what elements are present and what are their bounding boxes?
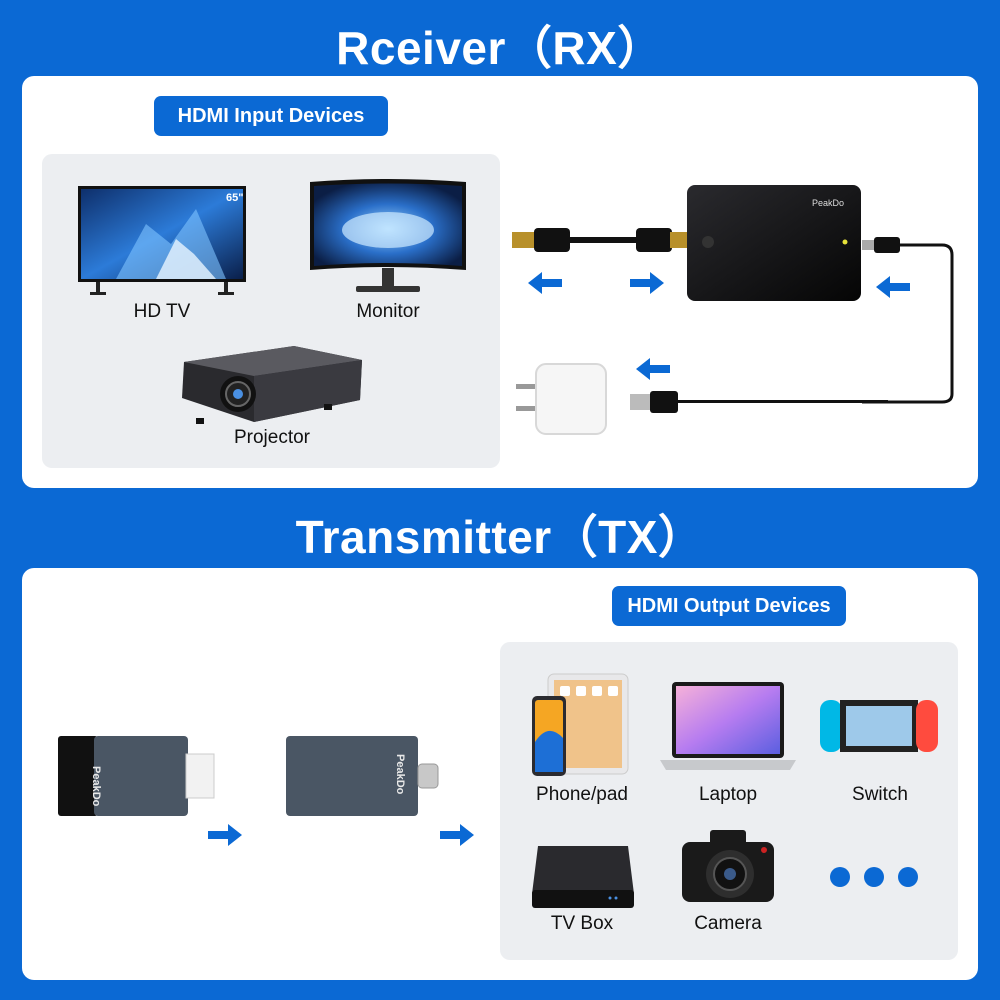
transmitter-panel: HDMI Output Devices PeakDo PeakDo Phone/ (22, 568, 978, 980)
usb-plug-icon (630, 391, 888, 413)
transmitter-typec-icon (286, 736, 439, 816)
arrow-left-icon-3 (636, 358, 670, 380)
more-dot (830, 867, 850, 887)
tv-box-icon (532, 846, 634, 908)
camera-label: Camera (694, 913, 762, 934)
tx-brand-logo-2: PeakDo (394, 754, 406, 795)
monitor-icon (310, 179, 466, 292)
phone-pad-label: Phone/pad (536, 784, 628, 805)
more-dot (898, 867, 918, 887)
arrow-right-icon-3 (440, 824, 474, 846)
hdmi-input-devices-badge: HDMI Input Devices (154, 96, 388, 136)
projector-icon (182, 346, 362, 424)
arrow-left-icon (528, 272, 562, 294)
transmitter-with-cap-icon (58, 736, 215, 816)
more-dot (864, 867, 884, 887)
phone-pad-icon (532, 673, 629, 776)
switch-icon (820, 700, 938, 752)
arrow-right-icon (630, 272, 664, 294)
tx-brand-logo: PeakDo (90, 766, 102, 807)
hdmi-output-devices-badge: HDMI Output Devices (612, 586, 846, 626)
switch-label: Switch (852, 784, 908, 805)
more-devices-indicator (830, 867, 918, 887)
usb-cable-icon (862, 237, 954, 404)
transmitter-title: Transmitter（TX） (295, 511, 705, 563)
camera-icon (682, 830, 774, 902)
receiver-title: Rceiver（RX） (336, 22, 664, 74)
laptop-icon (660, 682, 796, 770)
hd-tv-label: HD TV (133, 301, 191, 322)
hd-tv-icon (78, 186, 246, 295)
hdmi-cable-icon (512, 228, 692, 252)
output-devices-box: Phone/pad Laptop Switch (500, 642, 958, 960)
laptop-label: Laptop (698, 784, 758, 805)
receiver-brand-logo: PeakDo (812, 198, 845, 208)
tv-box-label: TV Box (550, 913, 614, 934)
projector-label: Projector (233, 427, 311, 448)
arrow-right-icon-2 (208, 824, 242, 846)
power-adapter-icon (516, 363, 607, 435)
receiver-device-icon (687, 185, 861, 301)
tv-size-label: 65" (226, 192, 244, 204)
input-devices-box: 65" HD TV Monitor (42, 154, 500, 468)
monitor-label: Monitor (356, 301, 420, 322)
receiver-panel: HDMI Input Devices 65" HD TV (22, 76, 978, 488)
arrow-left-icon-2 (876, 276, 910, 298)
